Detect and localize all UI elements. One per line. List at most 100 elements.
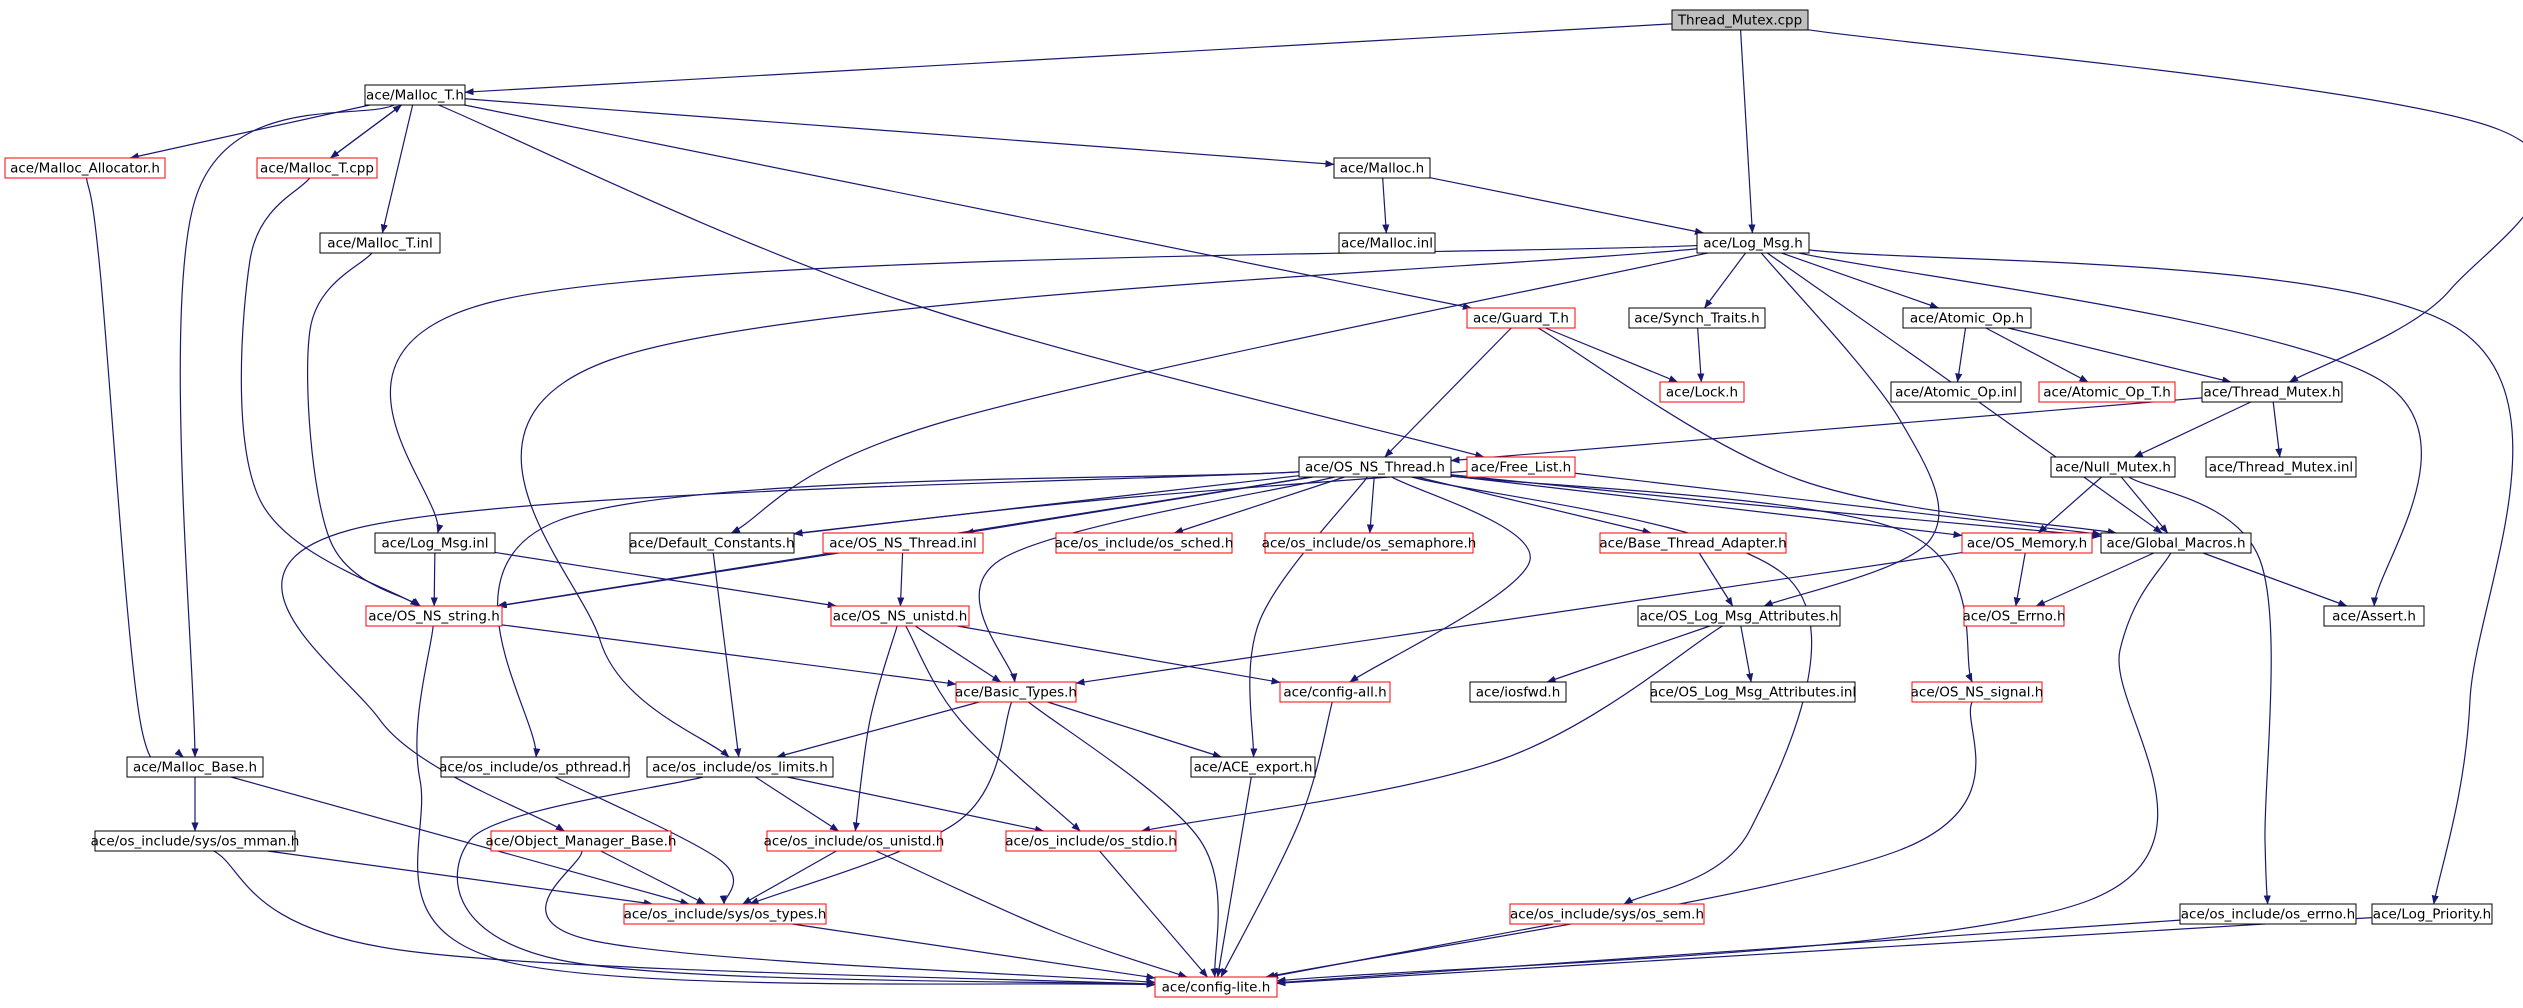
node-n19[interactable]: ace/Log_Msg.inl xyxy=(374,532,496,554)
node-n6[interactable]: ace/Malloc.inl xyxy=(1338,232,1436,254)
node-n35[interactable]: ace/OS_Log_Msg_Attributes.inl xyxy=(1650,681,1856,703)
node-n30[interactable]: ace/OS_Errno.h xyxy=(1962,605,2066,627)
node-n25[interactable]: ace/OS_Memory.h xyxy=(1961,532,2093,554)
node-n42[interactable]: ace/Object_Manager_Base.h xyxy=(486,830,677,852)
node-box xyxy=(955,681,1077,703)
node-n11[interactable]: ace/Lock.h xyxy=(1659,381,1745,403)
node-n34[interactable]: ace/iosfwd.h xyxy=(1469,681,1567,703)
node-layer: Thread_Mutex.cpp ace/Malloc_T.h ace/Malloc… xyxy=(4,9,2493,998)
node-n18[interactable]: ace/Thread_Mutex.inl xyxy=(2205,456,2357,478)
node-n45[interactable]: ace/os_include/sys/os_types.h xyxy=(623,903,827,925)
edge-n43-to-n45 xyxy=(742,850,837,905)
node-n7[interactable]: ace/Log_Msg.h xyxy=(1696,232,1810,254)
node-n28[interactable]: ace/OS_NS_unistd.h xyxy=(830,605,970,627)
edge-n7-to-n9 xyxy=(1703,252,1747,309)
node-label: ace/Synch_Traits.h xyxy=(1634,311,1759,327)
node-n29[interactable]: ace/OS_Log_Msg_Attributes.h xyxy=(1637,605,1841,627)
node-n44[interactable]: ace/os_include/os_stdio.h xyxy=(1005,830,1177,852)
node-n43[interactable]: ace/os_include/os_unistd.h xyxy=(764,830,945,852)
edge-n24-to-n29 xyxy=(1698,552,1734,607)
node-label: ace/OS_Errno.h xyxy=(1962,609,2065,625)
node-n31[interactable]: ace/Assert.h xyxy=(2323,605,2425,627)
node-n36[interactable]: ace/OS_NS_signal.h xyxy=(1911,681,2044,703)
node-box xyxy=(319,232,441,254)
node-n14[interactable]: ace/Thread_Mutex.h xyxy=(2201,381,2343,403)
node-n12[interactable]: ace/Atomic_Op.inl xyxy=(1890,381,2022,403)
node-n24[interactable]: ace/Base_Thread_Adapter.h xyxy=(1599,532,1787,554)
node-box xyxy=(1338,232,1436,254)
node-label: ace/Malloc.h xyxy=(1340,161,1425,177)
node-n4[interactable]: ace/Malloc.h xyxy=(1333,157,1431,179)
node-n22[interactable]: ace/os_include/os_sched.h xyxy=(1055,532,1234,554)
node-label: ace/Basic_Types.h xyxy=(955,685,1077,701)
edge-n1-to-n5 xyxy=(380,104,414,234)
node-box xyxy=(1279,681,1391,703)
node-n16[interactable]: ace/Free_List.h xyxy=(1466,456,1576,478)
edge-n1-to-n4 xyxy=(464,98,1335,168)
node-n47[interactable]: ace/os_include/os_errno.h xyxy=(2179,903,2357,925)
node-n46[interactable]: ace/os_include/sys/os_sem.h xyxy=(1509,903,1705,925)
node-label: ace/Malloc_T.h xyxy=(366,88,464,104)
edge-n29-to-n35 xyxy=(1740,625,1754,683)
edge-n26-to-n30 xyxy=(2035,552,2155,607)
edge-n42-to-n45 xyxy=(600,850,706,905)
node-box xyxy=(1466,307,1576,329)
node-n8[interactable]: ace/Guard_T.h xyxy=(1466,307,1576,329)
node-label: ace/Thread_Mutex.h xyxy=(2204,385,2341,401)
node-box xyxy=(2201,381,2343,403)
edge-n14-to-n18 xyxy=(2272,401,2283,458)
node-n3[interactable]: ace/Malloc_T.cpp xyxy=(256,157,378,179)
node-n27[interactable]: ace/OS_NS_string.h xyxy=(365,605,503,627)
node-n23[interactable]: ace/os_include/os_semaphore.h xyxy=(1262,532,1477,554)
node-label: ace/iosfwd.h xyxy=(1476,685,1561,701)
node-box xyxy=(766,830,942,852)
edge-n16-to-n20 xyxy=(793,470,1468,537)
node-n2[interactable]: ace/Malloc_Allocator.h xyxy=(4,157,166,179)
node-n5[interactable]: ace/Malloc_T.inl xyxy=(319,232,441,254)
edge-n39-to-n44 xyxy=(787,776,1045,833)
node-n33[interactable]: ace/config-all.h xyxy=(1279,681,1391,703)
node-label: ace/Log_Msg.inl xyxy=(381,536,488,552)
edge-n8-to-n11 xyxy=(1545,327,1678,383)
node-n39[interactable]: ace/os_include/os_limits.h xyxy=(646,756,834,778)
node-n21[interactable]: ace/OS_NS_Thread.inl xyxy=(822,532,984,554)
node-box xyxy=(1154,976,1278,998)
node-n38[interactable]: ace/os_include/os_pthread.h xyxy=(439,756,631,778)
edge-n7-to-n26 xyxy=(1766,252,2163,534)
node-box xyxy=(2323,605,2425,627)
node-n41[interactable]: ace/os_include/sys/os_mman.h xyxy=(91,830,300,852)
node-n49[interactable]: ace/config-lite.h xyxy=(1154,976,1278,998)
node-box xyxy=(2179,903,2357,925)
node-box xyxy=(364,84,466,106)
node-n0[interactable]: Thread_Mutex.cpp xyxy=(1671,9,1809,31)
node-box xyxy=(2050,456,2176,478)
node-n9[interactable]: ace/Synch_Traits.h xyxy=(1628,307,1766,329)
node-label: ace/Assert.h xyxy=(2332,609,2416,625)
node-n26[interactable]: ace/Global_Macros.h xyxy=(2100,532,2252,554)
node-n1[interactable]: ace/Malloc_T.h xyxy=(364,84,466,106)
edge-n37-to-n45 xyxy=(230,776,690,906)
edge-n26-to-n31 xyxy=(2202,552,2348,607)
edge-n46-to-n49 xyxy=(1269,923,1554,979)
node-n40[interactable]: ace/ACE_export.h xyxy=(1190,756,1316,778)
edge-n0-to-n14 xyxy=(1807,29,2523,383)
node-n13[interactable]: ace/Atomic_Op_T.h xyxy=(2038,381,2176,403)
node-n10[interactable]: ace/Atomic_Op.h xyxy=(1902,307,2032,329)
edge-n19-to-n28 xyxy=(494,551,837,609)
edge-n1-to-n2 xyxy=(129,104,370,160)
node-box xyxy=(2371,903,2493,925)
node-n20[interactable]: ace/Default_Constants.h xyxy=(629,532,795,554)
node-n37[interactable]: ace/Malloc_Base.h xyxy=(126,756,264,778)
node-label: ace/os_include/os_pthread.h xyxy=(439,760,631,776)
node-n17[interactable]: ace/Null_Mutex.h xyxy=(2050,456,2176,478)
node-n32[interactable]: ace/Basic_Types.h xyxy=(955,681,1077,703)
node-n48[interactable]: ace/Log_Priority.h xyxy=(2371,903,2493,925)
node-n15[interactable]: ace/OS_NS_Thread.h xyxy=(1298,456,1452,478)
node-label: ace/Atomic_Op.inl xyxy=(1895,385,2017,401)
edge-n17-to-n26 xyxy=(2120,476,2169,534)
node-box xyxy=(1190,756,1316,778)
edge-n28-to-n32 xyxy=(914,625,1002,683)
edge-n41-to-n45 xyxy=(267,850,653,907)
node-label: ace/os_include/sys/os_mman.h xyxy=(91,834,300,850)
